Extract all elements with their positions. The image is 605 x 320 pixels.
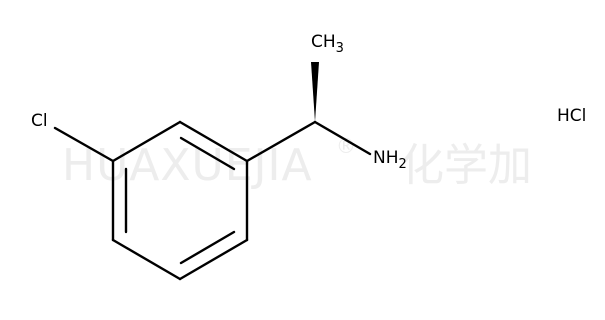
ring-bond-6 [111, 120, 182, 163]
ring-bond-4 [111, 238, 182, 281]
wedge-bond-methyl [311, 62, 319, 122]
amine-subscript: 2 [399, 157, 407, 172]
ring-to-chiral-bond [245, 120, 317, 163]
methyl-subscript: 3 [336, 41, 344, 56]
ring-bond-3 [178, 238, 249, 281]
watermark-cjk: 化学加 [400, 140, 532, 191]
amine-label: NH2 [373, 148, 407, 172]
methyl-symbol: CH [311, 32, 336, 52]
watermark: HUAXUEJIA ® 化学加 [62, 134, 532, 191]
watermark-registered-mark: ® [336, 134, 356, 158]
hydrochloride-salt-label: HCl [557, 106, 586, 126]
amine-symbol: NH [373, 148, 399, 168]
benzene-ring [111, 120, 249, 281]
ring-double-bond-2 [179, 230, 236, 265]
ring-double-bond-1 [179, 136, 236, 171]
methyl-label: CH3 [311, 32, 344, 56]
watermark-latin: HUAXUEJIA [62, 140, 313, 191]
chlorine-bond [53, 126, 115, 163]
amine-bond [313, 120, 372, 156]
ring-bond-1 [178, 120, 249, 163]
chlorine-label: Cl [31, 111, 48, 131]
